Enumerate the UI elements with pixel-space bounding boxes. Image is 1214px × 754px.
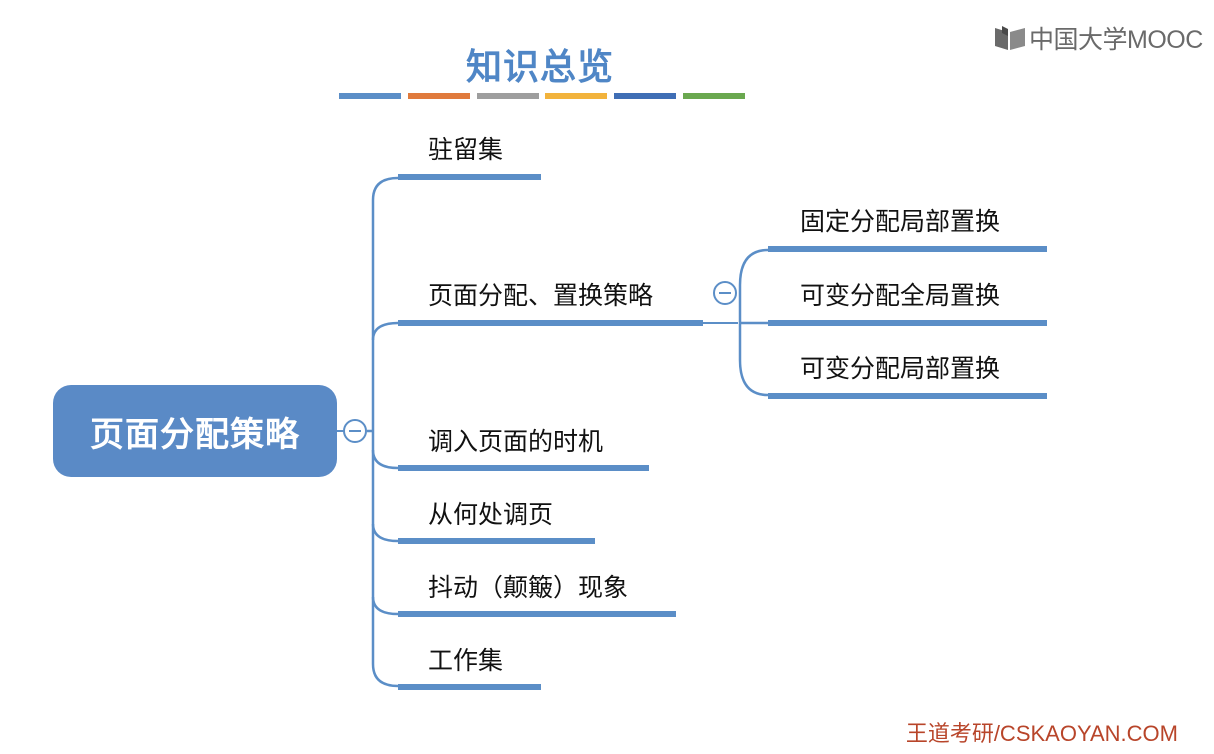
bracket-branch-2 [371, 321, 399, 341]
mooc-book-icon [993, 24, 1027, 52]
underline-branch-4 [398, 538, 595, 544]
color-bar-5 [614, 93, 676, 99]
bracket-branch-4 [371, 523, 399, 543]
underline-branch-6 [398, 684, 541, 690]
color-bar-3 [477, 93, 539, 99]
underline-branch-5 [398, 611, 676, 617]
underline-branch-1 [398, 174, 541, 180]
underline-sub-3 [768, 393, 1047, 399]
branch-node-5[interactable]: 抖动（颠簸）现象 [428, 573, 629, 602]
main-bracket [371, 176, 399, 688]
bracket-branch-3 [371, 449, 399, 470]
underline-branch-3 [398, 465, 649, 471]
underline-sub-1 [768, 246, 1047, 252]
color-bar-1 [339, 93, 401, 99]
sub-node-2[interactable]: 可变分配全局置换 [800, 281, 1001, 310]
root-node[interactable]: 页面分配策略 [53, 385, 337, 477]
branch-node-4[interactable]: 从何处调页 [428, 500, 554, 529]
color-bar-2 [408, 93, 470, 99]
collapse-branch-icon[interactable] [713, 281, 737, 305]
branch-node-6[interactable]: 工作集 [428, 646, 504, 675]
footer-watermark: 王道考研/CSKAOYAN.COM [905, 721, 1178, 746]
mooc-logo: 中国大学MOOC [993, 22, 1203, 54]
mooc-logo-text: 中国大学MOOC [1029, 26, 1203, 54]
color-bar-4 [545, 93, 607, 99]
bracket-branch-5 [371, 596, 399, 616]
color-bar-6 [683, 93, 745, 99]
collapse-root-icon[interactable] [343, 419, 367, 443]
sub-node-1[interactable]: 固定分配局部置换 [800, 207, 1001, 236]
branch-node-3[interactable]: 调入页面的时机 [428, 427, 604, 456]
underline-branch-2 [398, 320, 703, 326]
branch-node-1[interactable]: 驻留集 [428, 135, 504, 164]
page-title: 知识总览 [465, 47, 614, 88]
underline-sub-2 [768, 320, 1047, 326]
branch-node-2[interactable]: 页面分配、置换策略 [428, 281, 654, 310]
sub-node-3[interactable]: 可变分配局部置换 [800, 354, 1001, 383]
